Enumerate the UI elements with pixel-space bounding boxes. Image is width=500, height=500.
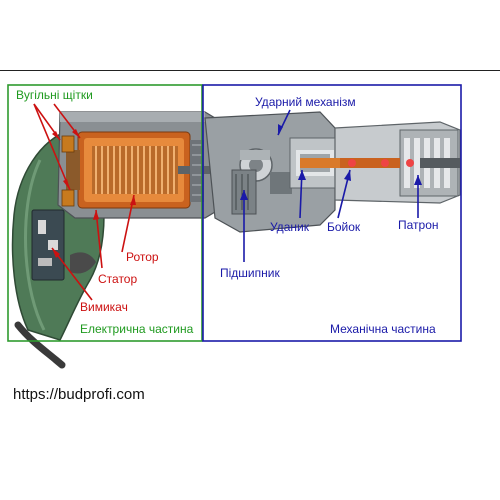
label-chuck: Патрон — [398, 218, 439, 232]
source-url[interactable]: https://budprofi.com — [13, 386, 145, 403]
label-stator: Статор — [98, 272, 138, 286]
label-mechanical-part: Механічна частина — [330, 322, 436, 336]
label-electrical-part: Електрична частина — [80, 322, 194, 336]
mechanical-leaders — [240, 109, 422, 262]
label-rotor: Ротор — [126, 250, 159, 264]
electrical-part-frame — [7, 84, 203, 342]
drill-body — [11, 111, 461, 369]
label-carbon-brushes: Вугільні щітки — [16, 88, 93, 102]
rotor-windings — [92, 146, 178, 194]
top-divider — [0, 70, 500, 71]
label-bearing: Підшипник — [220, 266, 280, 280]
mechanical-part-frame — [202, 84, 462, 342]
label-switch: Вимикач — [80, 300, 128, 314]
label-firing-pin: Бойок — [327, 220, 361, 234]
label-impact-mechanism: Ударний механізм — [255, 95, 356, 109]
electrical-leaders — [33, 103, 136, 301]
label-striker: Уданик — [270, 220, 309, 234]
